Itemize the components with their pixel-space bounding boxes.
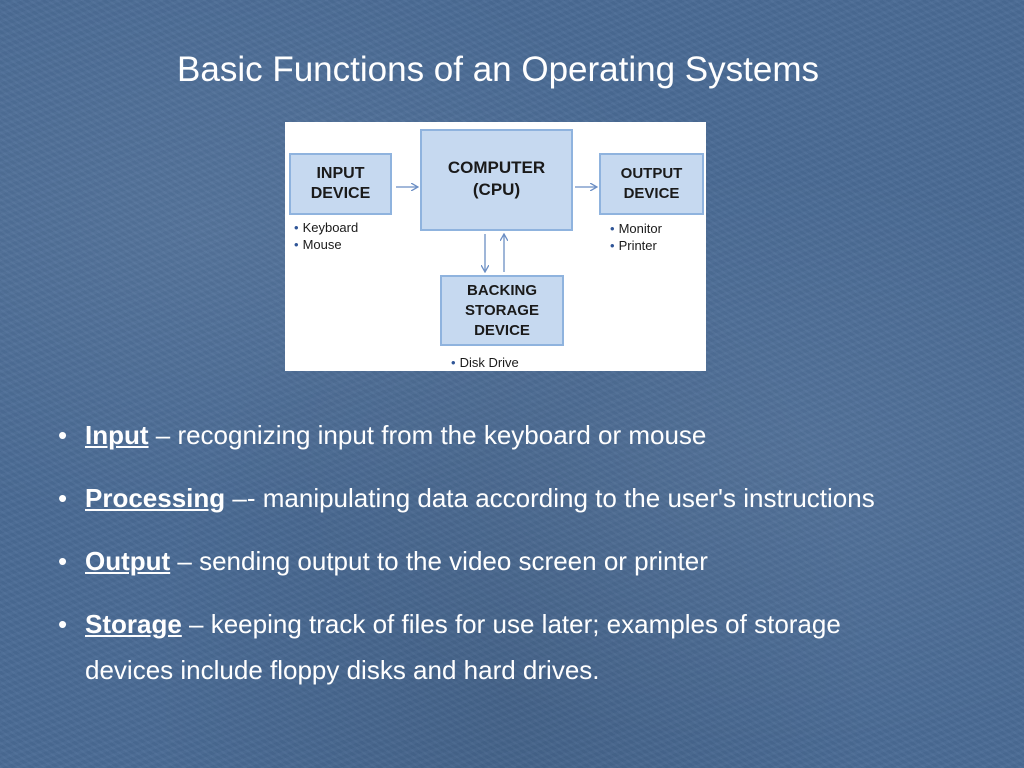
storage-device-box: BACKING STORAGE DEVICE <box>440 275 564 346</box>
bullet-term: Processing <box>85 483 226 513</box>
bullet-storage: Storage – keeping track of files for use… <box>58 601 918 693</box>
bullet-processing: Processing –- manipulating data accordin… <box>58 475 918 521</box>
output-device-item: Monitor <box>610 220 662 237</box>
bullet-output: Output – sending output to the video scr… <box>58 538 918 584</box>
bullet-text: –- manipulating data according to the us… <box>225 483 875 513</box>
slide-title: Basic Functions of an Operating Systems <box>177 50 819 89</box>
bullet-text: – recognizing input from the keyboard or… <box>148 420 707 450</box>
storage-device-list: Disk Drive <box>451 354 519 371</box>
bullet-term: Output <box>85 546 171 576</box>
bullet-term: Input <box>85 420 149 450</box>
input-device-item: Mouse <box>294 236 358 253</box>
bullet-text: – keeping track of files for use later; … <box>85 609 841 685</box>
input-device-list: Keyboard Mouse <box>294 219 359 253</box>
bullet-text: – sending output to the video screen or … <box>170 546 708 576</box>
input-device-box: INPUT DEVICE <box>289 153 392 215</box>
cpu-box: COMPUTER (CPU) <box>420 129 573 231</box>
output-device-item: Printer <box>610 237 662 254</box>
input-device-item: Keyboard <box>294 219 359 236</box>
bullet-input: Input – recognizing input from the keybo… <box>58 412 918 458</box>
bullet-term: Storage <box>85 609 182 639</box>
output-device-list: Monitor Printer <box>610 220 662 254</box>
computer-system-diagram: INPUT DEVICE COMPUTER (CPU) OUTPUT DEVIC… <box>285 122 706 371</box>
functions-bullet-list: Input – recognizing input from the keybo… <box>58 412 918 710</box>
output-device-box: OUTPUT DEVICE <box>599 153 704 215</box>
storage-device-item: Disk Drive <box>451 354 519 371</box>
